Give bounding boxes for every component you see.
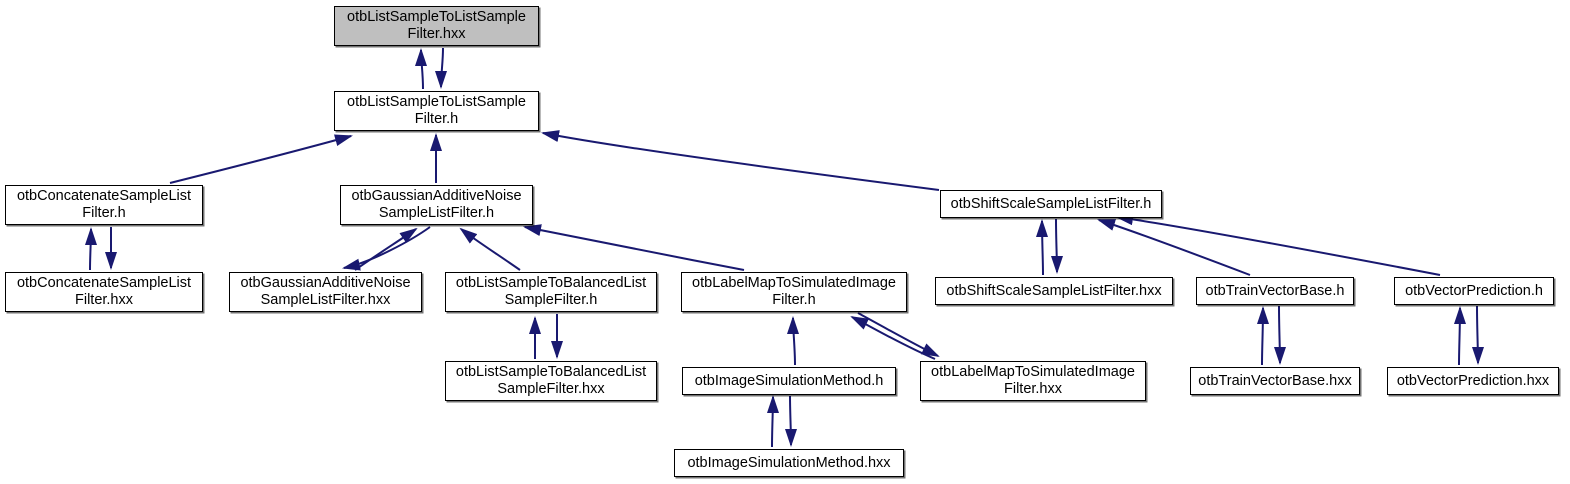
node-otb-list-sample-to-balanced-list-sample-filter-hxx[interactable]: otbListSampleToBalancedList SampleFilter… [445, 361, 657, 401]
edge-n2-to-n1 [169, 134, 353, 184]
edge-n10-to-n15 [1273, 305, 1286, 365]
edge-n9-to-n4 [1036, 219, 1049, 276]
node-otb-list-sample-to-balanced-list-sample-filter-h[interactable]: otbListSampleToBalancedList SampleFilter… [445, 272, 657, 312]
node-otb-vector-prediction-hxx[interactable]: otbVectorPrediction.hxx [1387, 367, 1559, 395]
node-otb-label-map-to-simulated-image-filter-hxx[interactable]: otbLabelMapToSimulatedImage Filter.hxx [920, 361, 1146, 401]
edge-n3-to-n6 [342, 226, 431, 271]
edge-n8-to-n3 [523, 224, 745, 271]
edge-n0-to-n1 [435, 47, 448, 89]
node-otb-concatenate-sample-list-filter-h[interactable]: otbConcatenateSampleList Filter.h [5, 185, 203, 225]
edge-n15-to-n10 [1256, 306, 1269, 366]
edge-n5-to-n2 [84, 227, 97, 271]
edge-n16-to-n11 [1453, 306, 1466, 366]
edge-n6-to-n3 [354, 227, 418, 271]
edge-n4-to-n1 [541, 130, 940, 191]
node-otb-label-map-to-simulated-image-filter-h[interactable]: otbLabelMapToSimulatedImage Filter.h [681, 272, 907, 312]
node-otb-gaussian-additive-noise-sample-list-filter-h[interactable]: otbGaussianAdditiveNoise SampleListFilte… [340, 185, 533, 225]
node-otb-shift-scale-sample-list-filter-hxx[interactable]: otbShiftScaleSampleListFilter.hxx [935, 277, 1173, 305]
node-otb-shift-scale-sample-list-filter-h[interactable]: otbShiftScaleSampleListFilter.h [940, 190, 1162, 218]
edge-n10-to-n4 [1097, 219, 1251, 276]
edge-n14-to-n8 [850, 316, 936, 360]
node-otb-list-sample-to-list-sample-filter-hxx[interactable]: otbListSampleToListSample Filter.hxx [334, 6, 539, 46]
node-otb-image-simulation-method-h[interactable]: otbImageSimulationMethod.h [682, 367, 896, 395]
edge-n13-to-n17 [784, 395, 797, 447]
node-otb-gaussian-additive-noise-sample-list-filter-hxx[interactable]: otbGaussianAdditiveNoise SampleListFilte… [229, 272, 422, 312]
node-otb-list-sample-to-list-sample-filter-h[interactable]: otbListSampleToListSample Filter.h [334, 91, 539, 131]
node-otb-concatenate-sample-list-filter-hxx[interactable]: otbConcatenateSampleList Filter.hxx [5, 272, 203, 312]
edge-n17-to-n13 [766, 395, 779, 448]
edge-n1-to-n0 [415, 48, 428, 90]
node-otb-train-vector-base-h[interactable]: otbTrainVectorBase.h [1196, 277, 1354, 305]
edge-n11-to-n16 [1471, 305, 1484, 365]
edge-n7-to-n3 [459, 227, 521, 271]
node-otb-vector-prediction-h[interactable]: otbVectorPrediction.h [1394, 277, 1554, 305]
edge-n4-to-n9 [1050, 218, 1063, 274]
node-otb-train-vector-base-hxx[interactable]: otbTrainVectorBase.hxx [1190, 367, 1360, 395]
node-otb-image-simulation-method-hxx[interactable]: otbImageSimulationMethod.hxx [674, 449, 904, 477]
edge-n8-to-n14 [857, 312, 940, 357]
edge-n13-to-n8 [787, 316, 800, 366]
edge-n11-to-n4 [1115, 213, 1441, 276]
